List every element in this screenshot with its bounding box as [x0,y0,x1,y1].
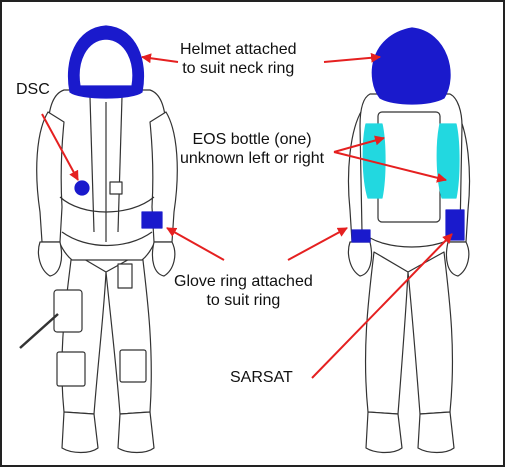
glove-label-line-1: Glove ring attached [174,273,313,290]
helmet-label: Helmet attached to suit neck ring [180,40,297,78]
eos-bottle-label: EOS bottle (one) unknown left or right [180,130,324,168]
helmet-label-line-1: Helmet attached [180,41,297,58]
helmet-label-line-2: to suit neck ring [182,60,294,77]
sarsat-label: SARSAT [230,368,293,387]
eos-label-line-1: EOS bottle (one) [192,131,311,148]
back-suit-drawing [348,28,469,453]
dsc-label: DSC [16,80,50,99]
glove-ring-label: Glove ring attached to suit ring [174,272,313,310]
glove-label-line-2: to suit ring [206,292,280,309]
eos-label-line-2: unknown left or right [180,150,324,167]
